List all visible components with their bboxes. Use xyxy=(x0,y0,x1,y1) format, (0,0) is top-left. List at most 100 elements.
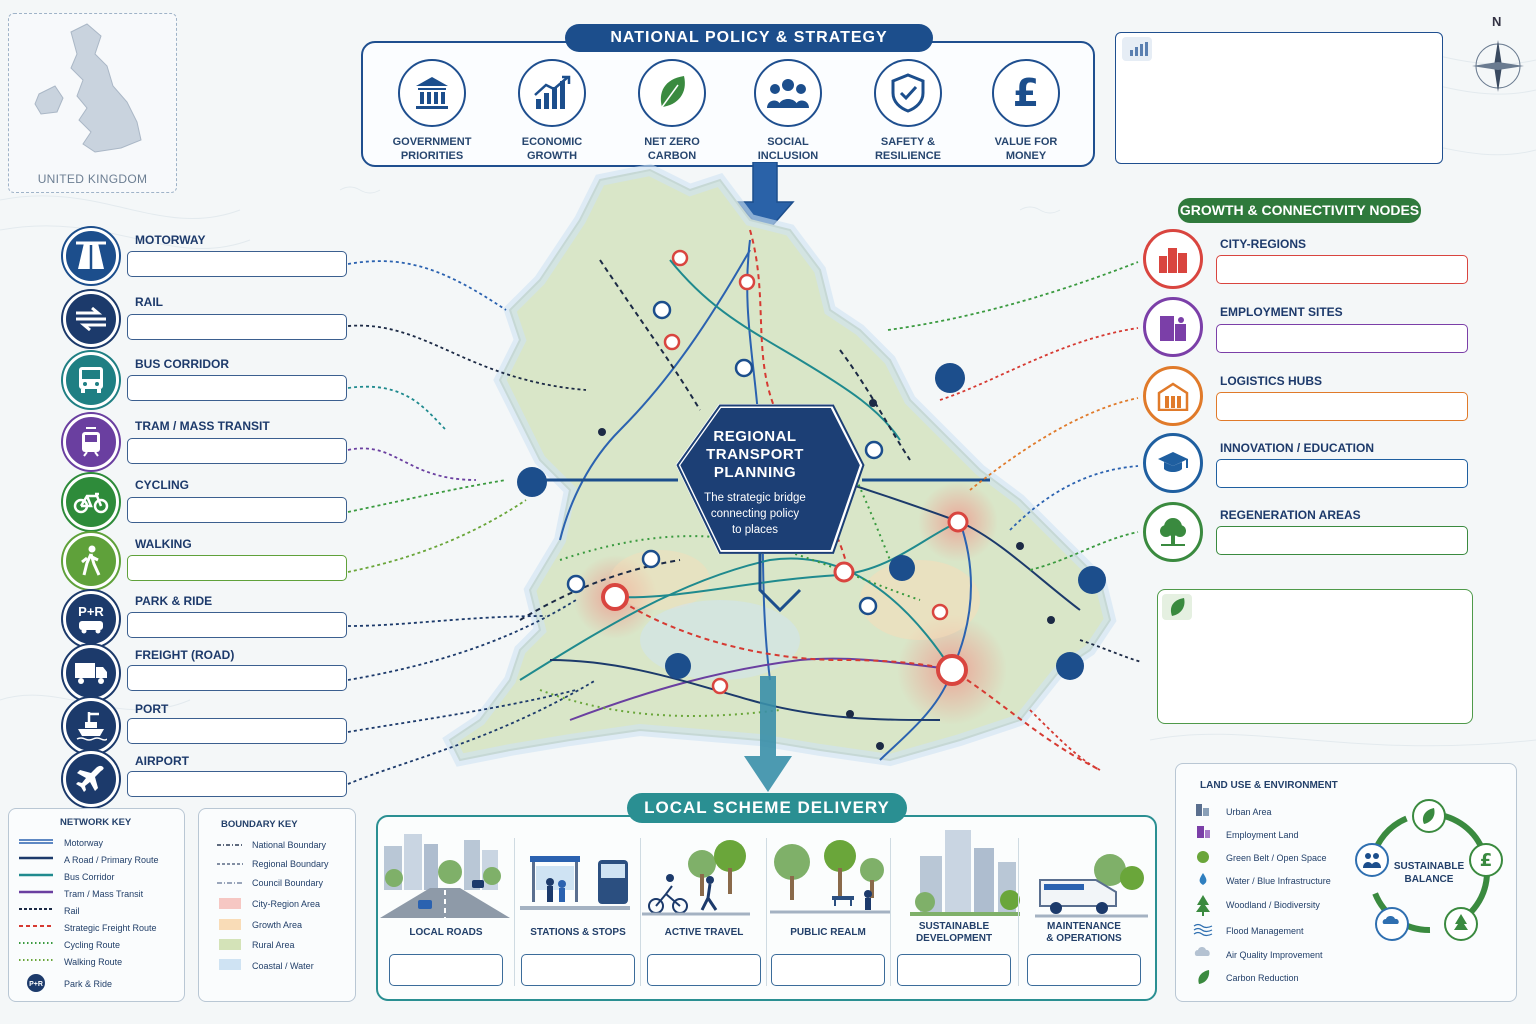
mode-input-airport[interactable] xyxy=(127,771,347,797)
compass-north-label: N xyxy=(1492,14,1502,29)
boundary-key-row: Rural Area xyxy=(252,940,295,950)
local-item-input[interactable] xyxy=(647,954,761,986)
balance-label-1: SUSTAINABLE xyxy=(1393,861,1465,872)
local-item-maintenance: MAINTENANCE & OPERATIONS xyxy=(1024,920,1144,986)
boundary-key: BOUNDARY KEY National Boundary Regional … xyxy=(198,808,356,1002)
boundary-key-title: BOUNDARY KEY xyxy=(221,819,298,830)
policy-label: ECONOMIC GROWTH xyxy=(521,136,583,162)
policy-title: NATIONAL POLICY & STRATEGY xyxy=(565,24,933,52)
node-input-innovation[interactable] xyxy=(1216,459,1468,488)
network-key-row: Bus Corridor xyxy=(64,872,115,882)
mode-input-freight[interactable] xyxy=(127,665,347,691)
node-input-city-regions[interactable] xyxy=(1216,255,1468,284)
bus-icon xyxy=(63,352,119,408)
park-and-ride-icon: P+R xyxy=(63,591,119,647)
svg-text:£: £ xyxy=(1480,850,1493,871)
network-key-row: Cycling Route xyxy=(64,940,121,950)
walking-icon xyxy=(63,533,119,589)
mode-label-park-and-ride: PARK & RIDE xyxy=(135,594,213,608)
uk-inset-map: UNITED KINGDOM xyxy=(8,13,177,193)
balance-label-2: BALANCE xyxy=(1404,874,1454,885)
mode-label-airport: AIRPORT xyxy=(135,754,189,768)
local-divider xyxy=(766,838,767,986)
motorway-icon xyxy=(63,228,119,284)
pound-icon: £ xyxy=(992,59,1060,127)
mode-input-rail[interactable] xyxy=(127,314,347,340)
hub-subtitle-3: to places xyxy=(731,524,779,536)
tree-icon xyxy=(1143,502,1203,562)
node-label-logistics: LOGISTICS HUBS xyxy=(1220,374,1323,388)
mode-label-rail: RAIL xyxy=(135,295,163,309)
boundary-key-row: Council Boundary xyxy=(252,878,324,888)
mode-input-motorway[interactable] xyxy=(127,251,347,277)
graduation-cap-icon xyxy=(1143,433,1203,493)
mode-input-port[interactable] xyxy=(127,718,347,744)
shield-check-icon xyxy=(874,59,942,127)
local-item-input[interactable] xyxy=(771,954,885,986)
local-item-active-travel: ACTIVE TRAVEL xyxy=(644,920,764,986)
local-item-label: LOCAL ROADS xyxy=(409,927,483,938)
svg-text:P+R: P+R xyxy=(78,604,104,619)
local-item-input[interactable] xyxy=(521,954,635,986)
node-input-employment[interactable] xyxy=(1216,324,1468,353)
sustainable-balance-label: SUSTAINABLE BALANCE xyxy=(1389,860,1469,886)
national-policy-panel: GOVERNMENT PRIORITIES ECONOMIC GROWTH NE… xyxy=(361,41,1095,167)
policy-item-value-for-money: £ VALUE FOR MONEY xyxy=(971,59,1081,163)
node-label-regeneration: REGENERATION AREAS xyxy=(1220,508,1361,522)
land-use-row: Carbon Reduction xyxy=(1226,973,1299,983)
compass-rose-icon xyxy=(1472,40,1524,92)
public-realm-illustration xyxy=(770,840,890,914)
office-icon xyxy=(1143,297,1203,357)
local-roads-illustration xyxy=(380,834,510,918)
local-divider xyxy=(514,838,515,986)
network-key-row: Park & Ride xyxy=(64,979,113,989)
hub-title-1: REGIONAL xyxy=(713,428,797,445)
policy-label: VALUE FOR MONEY xyxy=(994,136,1058,162)
bicycle-icon xyxy=(63,474,119,530)
park-and-ride-badge: P+R xyxy=(29,981,43,988)
mode-input-tram[interactable] xyxy=(127,438,347,464)
mode-input-cycling[interactable] xyxy=(127,497,347,523)
land-use-row: Flood Management xyxy=(1226,926,1304,936)
airplane-icon xyxy=(63,751,119,807)
boundary-key-row: Growth Area xyxy=(252,920,303,930)
sustainable-balance-ring: £ xyxy=(1355,799,1503,941)
network-key-row: Motorway xyxy=(64,838,104,848)
local-item-input[interactable] xyxy=(1027,954,1141,986)
land-use-row: Air Quality Improvement xyxy=(1226,950,1323,960)
city-icon xyxy=(1143,229,1203,289)
local-item-sustainable-development: SUSTAINABLE DEVELOPMENT xyxy=(894,920,1014,986)
local-item-label: SUSTAINABLE DEVELOPMENT xyxy=(915,921,993,944)
mode-input-walking[interactable] xyxy=(127,555,347,581)
tram-icon xyxy=(63,414,119,470)
government-building-icon xyxy=(398,59,466,127)
local-item-input[interactable] xyxy=(389,954,503,986)
land-use-row: Woodland / Biodiversity xyxy=(1226,900,1320,910)
local-item-input[interactable] xyxy=(897,954,1011,986)
network-key-row: Rail xyxy=(64,906,80,916)
policy-label: SAFETY & RESILIENCE xyxy=(874,136,941,162)
truck-icon xyxy=(63,645,119,701)
network-key-row: Strategic Freight Route xyxy=(64,923,157,933)
urban-icon xyxy=(1196,804,1209,816)
mode-label-walking: WALKING xyxy=(135,537,192,551)
growth-chart-icon xyxy=(518,59,586,127)
land-use-key: LAND USE & ENVIRONMENT Urban Area Employ… xyxy=(1175,763,1517,1002)
waves-icon xyxy=(1193,923,1213,937)
land-use-row: Water / Blue Infrastructure xyxy=(1226,876,1331,886)
leaf-icon xyxy=(1198,970,1210,984)
node-input-logistics[interactable] xyxy=(1216,392,1468,421)
map-markers xyxy=(517,249,1106,750)
land-use-row: Employment Land xyxy=(1226,830,1299,840)
sustainable-development-illustration xyxy=(910,830,1020,916)
mode-input-bus[interactable] xyxy=(127,375,347,401)
stations-illustration xyxy=(520,856,630,910)
node-label-innovation: INNOVATION / EDUCATION xyxy=(1220,441,1374,455)
node-input-regeneration[interactable] xyxy=(1216,526,1468,555)
inset-label: UNITED KINGDOM xyxy=(37,172,148,186)
port-icon xyxy=(63,698,119,754)
hub-subtitle-2: connecting policy xyxy=(710,508,800,520)
environment-notes-panel xyxy=(1157,589,1473,724)
leaf-icon xyxy=(1162,594,1192,620)
mode-input-park-and-ride[interactable] xyxy=(127,612,347,638)
